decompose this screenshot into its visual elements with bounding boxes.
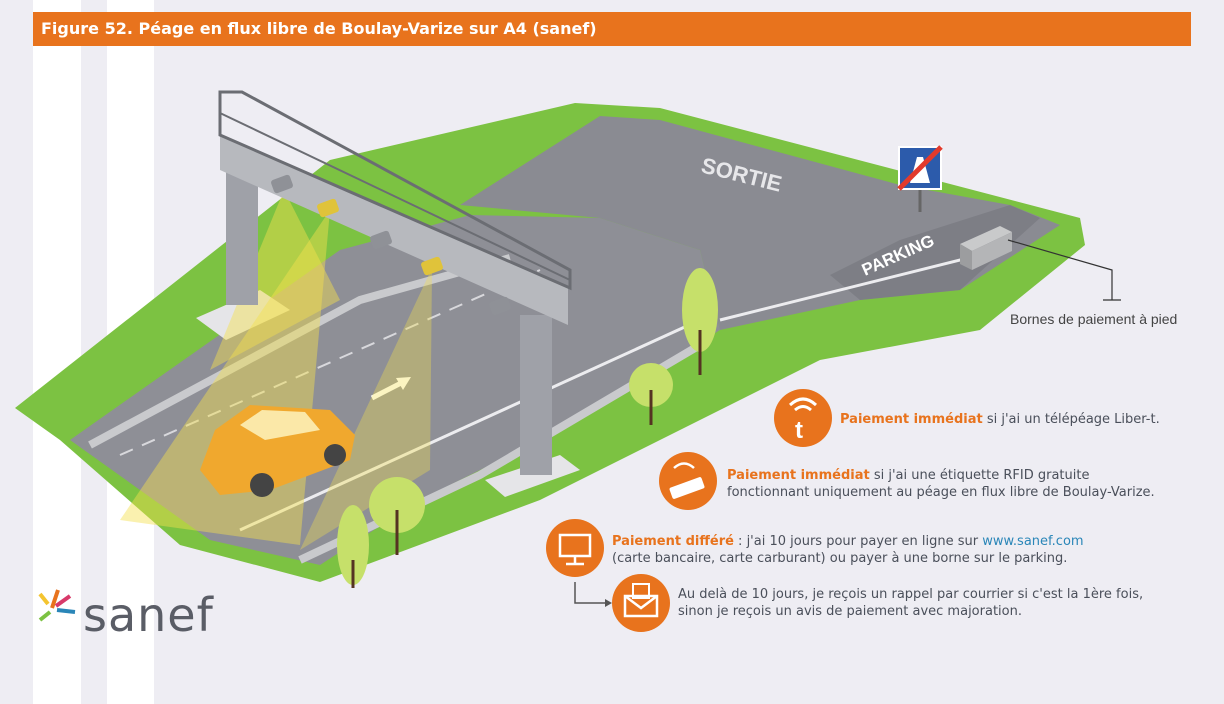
lane-marking <box>119 269 541 456</box>
tree-icon <box>629 363 673 425</box>
tree-icon <box>682 268 718 375</box>
legend-item-text: si j'ai un télépéage Liber-t. <box>982 412 1160 427</box>
arrow-connector-icon <box>574 582 605 604</box>
gantry-base <box>196 290 290 340</box>
background-stripe-left <box>33 0 81 704</box>
legend-item-text: si j'ai une étiquette RFID gratuite <box>869 468 1090 483</box>
sanef-logo-text: sanef <box>83 588 214 642</box>
legend-item-text: : j'ai 10 jours pour payer en ligne sur <box>733 534 983 549</box>
legend-item-rfid: Paiement immédiat si j'ai une étiquette … <box>727 467 1155 501</box>
legend-item-bold: Paiement différé <box>612 534 734 549</box>
figure-title: Figure 52. Péage en flux libre de Boulay… <box>33 12 1191 46</box>
camera-icon <box>317 198 339 218</box>
camera-icon <box>489 296 511 316</box>
kiosk-label: Bornes de paiement à pied <box>1010 311 1177 327</box>
gantry-base <box>485 455 580 497</box>
kiosk-pointer-line <box>1007 239 1113 300</box>
letter-icon <box>612 574 670 632</box>
lane-marking <box>239 318 701 532</box>
legend-item-text: (carte bancaire, carte carburant) ou pay… <box>612 551 1068 566</box>
legend-item-bold: Paiement immédiat <box>840 412 983 427</box>
legend-item-text: Au delà de 10 jours, je reçois un rappel… <box>678 587 1144 602</box>
gantry-leg <box>520 315 552 475</box>
parking-lane <box>830 205 1040 300</box>
direction-arrow-icon <box>370 377 411 401</box>
legend-item-reminder: Au delà de 10 jours, je reçois un rappel… <box>678 586 1143 620</box>
camera-icon <box>421 256 443 276</box>
camera-icon <box>370 230 392 250</box>
sanef-website-link[interactable]: www.sanef.com <box>982 534 1084 549</box>
legend-item-liber-t: Paiement immédiat si j'ai un télépéage L… <box>840 411 1160 428</box>
svg-text:t: t <box>795 417 803 444</box>
lane-marking <box>719 248 1001 322</box>
payment-kiosk <box>960 226 1012 270</box>
liber-t-badge-icon: t <box>774 389 832 447</box>
computer-icon <box>546 519 604 577</box>
sanef-logo-mark-icon <box>38 589 76 622</box>
legend-item-deferred: Paiement différé : j'ai 10 jours pour pa… <box>612 533 1084 567</box>
tree-icon <box>337 505 369 588</box>
gantry-beam <box>220 135 568 325</box>
camera-beam <box>210 190 340 370</box>
legend-item-bold: Paiement immédiat <box>727 468 870 483</box>
tree-icon <box>369 477 425 555</box>
car-icon <box>200 405 355 497</box>
rfid-tag-icon <box>659 452 717 510</box>
camera-icon <box>271 174 293 194</box>
motorway-end-sign-icon <box>897 145 943 212</box>
legend-item-text: sinon je reçois un avis de paiement avec… <box>678 604 1022 619</box>
legend-item-text: fonctionnant uniquement au péage en flux… <box>727 485 1155 500</box>
